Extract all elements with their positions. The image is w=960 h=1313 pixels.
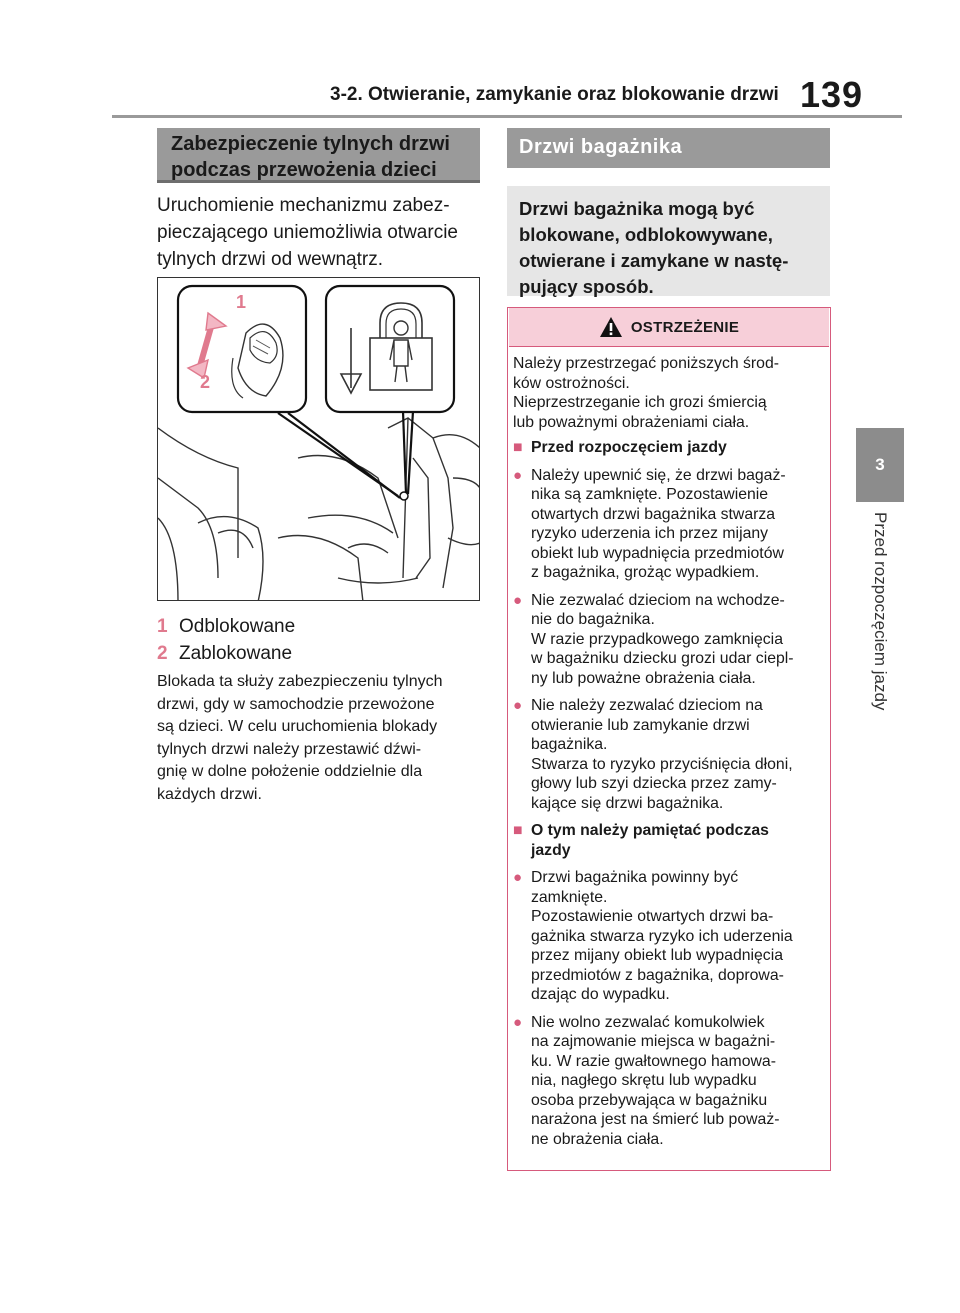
- item-line: otwieranie lub zamykanie drzwi: [531, 716, 750, 734]
- position-label-unlock: 1: [236, 292, 246, 312]
- warning-intro-line: lub poważnymi obrażeniami ciała.: [513, 413, 750, 431]
- item-line: Stwarza to ryzyko przyciśnięcia dłoni,: [531, 755, 793, 773]
- item-line: otwartych drzwi bagażnika stwarza: [531, 505, 776, 523]
- item-line: przedmiotów z bagażnika, doprowa-: [531, 966, 784, 984]
- warning-header: OSTRZEŻENIE: [509, 308, 829, 347]
- door-illustration: 1 2: [158, 284, 479, 600]
- child-lock-heading-line: podczas przewożenia dzieci: [171, 159, 437, 181]
- warning-item: ● Drzwi bagażnika powinny być zamknięte.…: [513, 868, 825, 1005]
- note-line: są dzieci. W celu uruchomienia blokady: [157, 718, 438, 735]
- item-line: narażona jest na śmierć lub poważ-: [531, 1111, 780, 1128]
- legend-item-locked: 2 Zablokowane: [157, 643, 292, 665]
- item-line: gażnika stwarza ryzyko ich uderzenia: [531, 927, 793, 945]
- warning-item: ● Nie należy zezwalać dzieciom na otwier…: [513, 696, 825, 813]
- child-lock-heading: Zabezpieczenie tylnych drzwi podczas prz…: [157, 128, 480, 183]
- item-line: kające się drzwi bagażnika.: [531, 794, 724, 812]
- circle-bullet-icon: ●: [513, 869, 523, 886]
- warning-item: ● Należy upewnić się, że drzwi bagaż- ni…: [513, 466, 825, 583]
- warning-intro-line: Należy przestrzegać poniższych środ-: [513, 355, 780, 372]
- note-line: tylnych drzwi należy przestawić dźwi-: [157, 740, 422, 758]
- position-label-lock: 2: [200, 372, 210, 392]
- child-lock-note: Blokada ta służy zabezpieczeniu tylnych …: [157, 671, 487, 806]
- legend-text: Odblokowane: [179, 616, 296, 637]
- note-line: drzwi, gdy w samochodzie przewożone: [157, 695, 435, 713]
- warning-intro: Należy przestrzegać poniższych środ- ków…: [513, 354, 825, 432]
- item-line: ku. W razie gwałtownego hamowa-: [531, 1052, 776, 1070]
- item-line: ryzyko uderzenia ich przez mijany: [531, 525, 769, 542]
- item-line: obiekt lub wypadnięcia przedmiotów: [531, 544, 784, 562]
- warning-item: ● Nie zezwalać dzieciom na wchodze- nie …: [513, 591, 825, 689]
- item-line: nie do bagażnika.: [531, 611, 655, 628]
- child-lock-intro: Uruchomienie mechanizmu zabez- pieczając…: [157, 192, 487, 273]
- note-line: gnię w dolne położenie oddzielnie dla: [157, 763, 423, 780]
- item-line: W razie przypadkowego zamknięcia: [531, 630, 783, 648]
- child-lock-illustration: 1 2: [157, 277, 480, 601]
- subheading-line: blokowane, odblokowywane,: [519, 224, 773, 245]
- subheading-line: Drzwi bagażnika mogą być: [519, 198, 755, 219]
- item-line: ny lub poważne obrażenia ciała.: [531, 669, 756, 687]
- item-line: z bagażnika, grożąc wypadkiem.: [531, 564, 760, 581]
- item-line: Nie należy zezwalać dzieciom na: [531, 697, 763, 714]
- trunk-door-subheading: Drzwi bagażnika mogą być blokowane, odbl…: [507, 186, 830, 297]
- legend-item-unlocked: 1 Odblokowane: [157, 616, 295, 638]
- page-number: 139: [800, 74, 864, 115]
- trunk-door-heading: Drzwi bagażnika: [507, 128, 830, 168]
- section-title-text: jazdy: [531, 841, 571, 859]
- item-line: na zajmowanie miejsca w bagażni-: [531, 1033, 776, 1050]
- item-line: Drzwi bagażnika powinny być: [531, 869, 739, 886]
- warning-triangle-icon: [599, 317, 622, 337]
- intro-line: tylnych drzwi od wewnątrz.: [157, 249, 383, 270]
- item-line: Należy upewnić się, że drzwi bagaż-: [531, 466, 786, 484]
- warning-body: Należy przestrzegać poniższych środ- ków…: [513, 354, 825, 1157]
- circle-bullet-icon: ●: [513, 466, 523, 484]
- item-line: ne obrażenia ciała.: [531, 1130, 664, 1148]
- item-line: Nie zezwalać dzieciom na wchodze-: [531, 591, 785, 609]
- circle-bullet-icon: ●: [513, 1013, 523, 1031]
- item-line: osoba przebywająca w bagażniku: [531, 1091, 768, 1109]
- header-divider: [112, 115, 902, 118]
- legend-text: Zablokowane: [179, 643, 293, 664]
- item-line: dzając do wypadku.: [531, 986, 670, 1003]
- item-line: głowy lub szyi dziecka przez zamy-: [531, 775, 777, 792]
- intro-line: pieczającego uniemożliwia otwarcie: [157, 222, 458, 243]
- subheading-line: pujący sposób.: [519, 276, 654, 297]
- child-lock-heading-line: Zabezpieczenie tylnych drzwi: [171, 133, 450, 155]
- item-line: Nie wolno zezwalać komukolwiek: [531, 1013, 765, 1031]
- note-line: Blokada ta służy zabezpieczeniu tylnych: [157, 673, 443, 690]
- chapter-number: 3: [875, 455, 885, 474]
- item-line: bagażnika.: [531, 736, 608, 753]
- circle-bullet-icon: ●: [513, 591, 523, 609]
- section-title: 3-2. Otwieranie, zamykanie oraz blokowan…: [330, 84, 779, 105]
- circle-bullet-icon: ●: [513, 697, 523, 714]
- section-title-text: Przed rozpoczęciem jazdy: [531, 439, 727, 456]
- warning-item: ● Nie wolno zezwalać komukolwiek na zajm…: [513, 1013, 825, 1150]
- item-line: zamknięte.: [531, 888, 608, 906]
- warning-title: OSTRZEŻENIE: [630, 318, 740, 336]
- subheading-line: otwierane i zamykane w nastę-: [519, 250, 789, 271]
- legend-number: 2: [157, 643, 168, 664]
- chapter-label: Przed rozpoczęciem jazdy: [871, 512, 890, 711]
- square-bullet-icon: ■: [513, 439, 523, 456]
- warning-section-title: ■ Przed rozpoczęciem jazdy: [513, 438, 825, 458]
- chapter-tab: 3: [856, 428, 904, 502]
- square-bullet-icon: ■: [513, 822, 523, 839]
- item-line: nika są zamknięte. Pozostawienie: [531, 486, 769, 503]
- warning-box: [507, 307, 831, 1171]
- warning-intro-line: ków ostrożności.: [513, 374, 630, 392]
- item-line: Pozostawienie otwartych drzwi ba-: [531, 908, 774, 925]
- note-line: każdych drzwi.: [157, 785, 262, 803]
- section-title-text: O tym należy pamiętać podczas: [531, 822, 769, 839]
- item-line: w bagażniku dziecku grozi udar ciepl-: [531, 650, 794, 667]
- chapter-label-container: Przed rozpoczęciem jazdy: [840, 512, 920, 812]
- warning-section-title: ■ O tym należy pamiętać podczas jazdy: [513, 821, 825, 860]
- item-line: przez mijany obiekt lub wypadnięcia: [531, 947, 784, 964]
- intro-line: Uruchomienie mechanizmu zabez-: [157, 195, 450, 216]
- legend-number: 1: [157, 616, 168, 637]
- item-line: nia, nagłego skrętu lub wypadku: [531, 1072, 757, 1089]
- warning-intro-line: Nieprzestrzeganie ich grozi śmiercią: [513, 394, 767, 411]
